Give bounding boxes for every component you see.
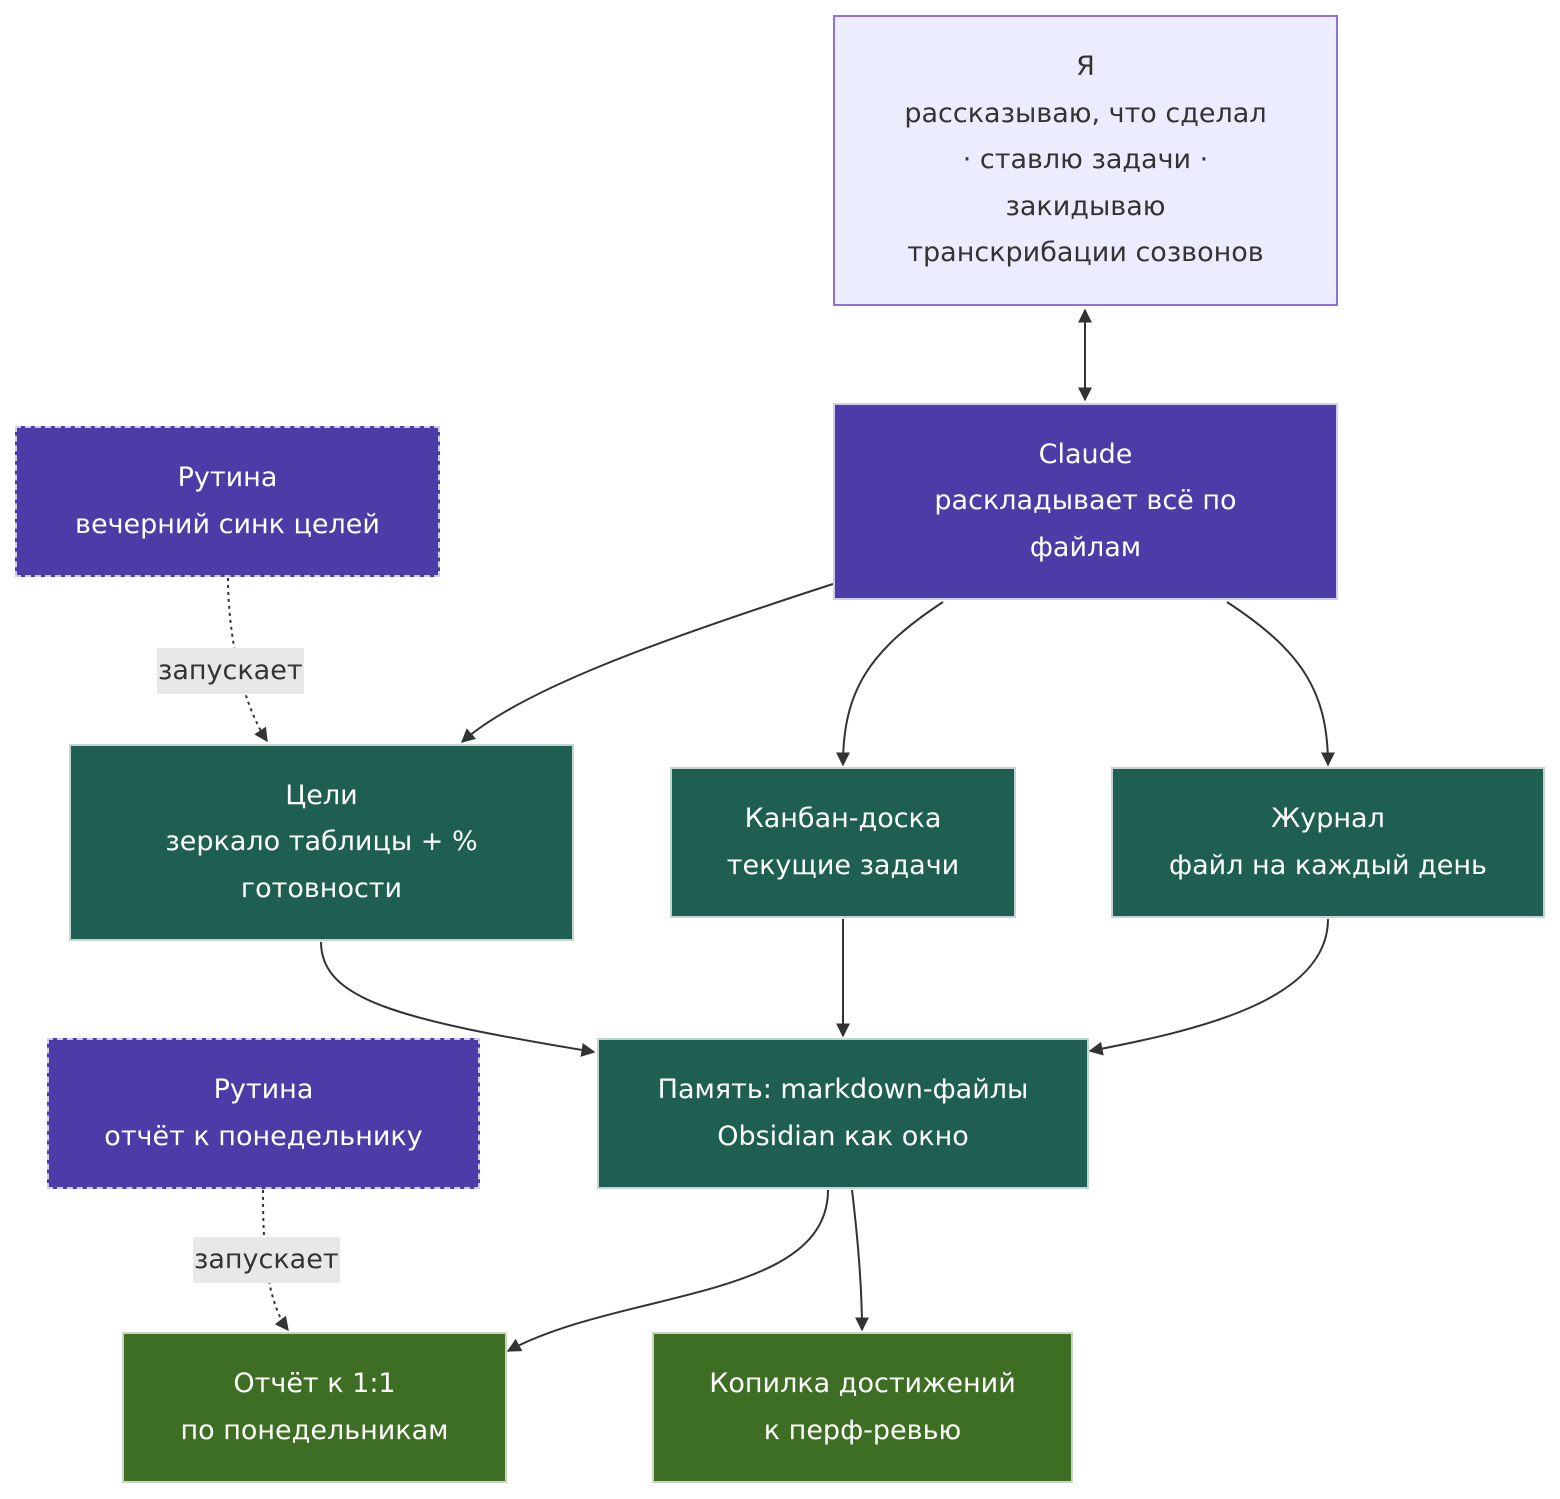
node-kanban-line-1: Канбан-доска bbox=[744, 803, 942, 834]
node-goals-line-3: готовности bbox=[240, 872, 403, 904]
node-achievements-line-2: к перф-ревью bbox=[763, 1414, 962, 1446]
node-claude-line-2: раскладывает всё по bbox=[934, 485, 1237, 517]
node-claude: Claude раскладывает всё по файлам bbox=[833, 403, 1338, 600]
edge-claude-goals bbox=[460, 583, 834, 743]
edge-memory-achievements bbox=[851, 1189, 869, 1332]
node-journal-line-2: файл на каждый день bbox=[1169, 849, 1487, 881]
node-routine-sync-line-1: Рутина bbox=[177, 462, 278, 493]
node-me-line-4: закидываю bbox=[1005, 190, 1166, 222]
node-me-line-3: · ставлю задачи · bbox=[962, 144, 1209, 176]
node-report: Отчёт к 1:1 по понедельникам bbox=[122, 1332, 507, 1483]
node-me: Я рассказываю, что сделал · ставлю задач… bbox=[833, 15, 1338, 306]
node-claude-line-1: Claude bbox=[1038, 438, 1133, 470]
edge-claude-journal bbox=[1226, 601, 1335, 767]
node-routine-report-line-1: Рутина bbox=[213, 1074, 314, 1105]
node-report-line-2: по понедельникам bbox=[180, 1414, 449, 1446]
node-memory-line-1: Память: markdown-файлы bbox=[657, 1074, 1029, 1105]
node-goals-line-1: Цели bbox=[285, 779, 358, 811]
node-memory: Память: markdown-файлы Obsidian как окно bbox=[597, 1038, 1089, 1189]
edge-label-routine-report: запускает bbox=[193, 1237, 340, 1283]
node-journal-line-1: Журнал bbox=[1271, 803, 1385, 834]
node-claude-line-3: файлам bbox=[1029, 531, 1142, 563]
node-memory-line-2: Obsidian как окно bbox=[717, 1120, 969, 1152]
node-routine-report: Рутина отчёт к понедельнику bbox=[47, 1038, 480, 1189]
node-me-line-2: рассказываю, что сделал bbox=[904, 97, 1267, 129]
node-kanban-line-2: текущие задачи bbox=[726, 849, 960, 881]
edge-goals-memory bbox=[320, 941, 596, 1057]
node-report-line-1: Отчёт к 1:1 bbox=[233, 1368, 396, 1399]
node-goals-line-2: зеркало таблицы + % bbox=[165, 826, 478, 858]
edge-claude-kanban bbox=[836, 601, 944, 767]
node-journal: Журнал файл на каждый день bbox=[1111, 767, 1545, 918]
node-routine-report-line-2: отчёт к понедельнику bbox=[104, 1120, 423, 1152]
node-goals: Цели зеркало таблицы + % готовности bbox=[69, 744, 574, 941]
edge-label-sync-goals: запускает bbox=[157, 648, 304, 694]
node-routine-sync: Рутина вечерний синк целей bbox=[15, 426, 440, 577]
node-me-line-1: Я bbox=[1076, 51, 1095, 83]
node-achievements: Копилка достижений к перф-ревью bbox=[652, 1332, 1073, 1483]
node-routine-sync-line-2: вечерний синк целей bbox=[75, 508, 380, 540]
edge-memory-report bbox=[506, 1189, 829, 1352]
edge-journal-memory bbox=[1088, 918, 1329, 1056]
node-achievements-line-1: Копилка достижений bbox=[709, 1368, 1016, 1399]
node-me-line-5: транскрибации созвонов bbox=[907, 237, 1264, 269]
node-kanban: Канбан-доска текущие задачи bbox=[670, 767, 1016, 918]
